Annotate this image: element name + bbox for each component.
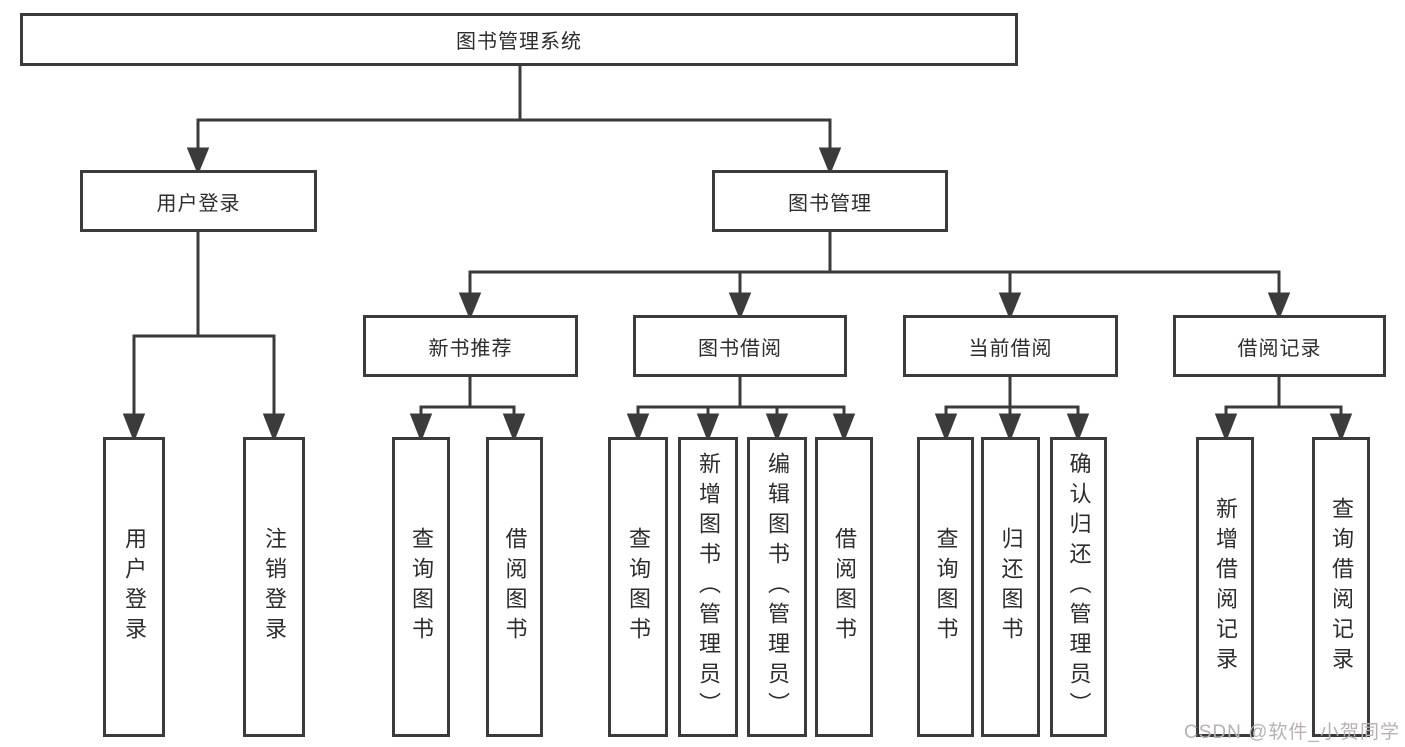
node-new-book-recommend-label: 新书推荐 xyxy=(428,337,513,360)
leaf-new-book-borrow-books-label: 借阅图书 xyxy=(502,527,528,647)
leaf-records-add-borrow-record: 新增借阅记录 xyxy=(1196,437,1254,737)
node-borrowing-records: 借阅记录 xyxy=(1173,315,1386,377)
leaf-borrowing-borrow-books: 借阅图书 xyxy=(815,437,873,737)
node-new-book-recommend: 新书推荐 xyxy=(363,315,578,377)
node-book-management: 图书管理 xyxy=(712,170,948,232)
leaf-borrowing-query-books: 查询图书 xyxy=(608,437,668,737)
node-current-borrowing-label: 当前借阅 xyxy=(968,337,1053,360)
leaf-new-book-borrow-books: 借阅图书 xyxy=(486,437,543,737)
node-current-borrowing: 当前借阅 xyxy=(903,315,1118,377)
node-book-management-label: 图书管理 xyxy=(788,192,872,215)
node-root: 图书管理系统 xyxy=(20,13,1018,66)
leaf-borrowing-query-books-label: 查询图书 xyxy=(626,527,651,647)
leaf-current-return-books-label: 归还图书 xyxy=(998,527,1024,647)
leaf-current-query-books-label: 查询图书 xyxy=(933,527,959,647)
node-root-label: 图书管理系统 xyxy=(456,31,582,53)
leaf-logout: 注销登录 xyxy=(243,437,305,737)
leaf-borrowing-add-books-admin-label: 新增图书（管理员） xyxy=(696,452,721,722)
leaf-new-book-query-books-label: 查询图书 xyxy=(409,527,434,647)
leaf-borrowing-edit-books-admin: 编辑图书（管理员） xyxy=(747,437,807,737)
leaf-user-login: 用户登录 xyxy=(103,437,165,737)
leaf-current-confirm-return-admin: 确认归还（管理员） xyxy=(1050,437,1107,737)
node-book-borrowing: 图书借阅 xyxy=(633,315,847,377)
leaf-current-return-books: 归还图书 xyxy=(981,437,1040,737)
leaf-current-query-books: 查询图书 xyxy=(917,437,974,737)
leaf-logout-label: 注销登录 xyxy=(262,527,287,647)
leaf-user-login-label: 用户登录 xyxy=(122,527,147,647)
leaf-records-query-borrow-record-label: 查询借阅记录 xyxy=(1329,497,1354,677)
watermark-csdn: CSDN @软件_小贺同学 xyxy=(1184,722,1400,743)
leaf-borrowing-add-books-admin: 新增图书（管理员） xyxy=(678,437,738,737)
node-borrowing-records-label: 借阅记录 xyxy=(1237,337,1322,360)
leaf-records-query-borrow-record: 查询借阅记录 xyxy=(1312,437,1370,737)
leaf-borrowing-borrow-books-label: 借阅图书 xyxy=(832,527,857,647)
node-user-login-label: 用户登录 xyxy=(156,192,241,215)
leaf-borrowing-edit-books-admin-label: 编辑图书（管理员） xyxy=(765,452,790,722)
node-book-borrowing-label: 图书借阅 xyxy=(698,337,782,360)
leaf-new-book-query-books: 查询图书 xyxy=(392,437,450,737)
leaf-records-add-borrow-record-label: 新增借阅记录 xyxy=(1213,497,1238,677)
leaf-current-confirm-return-admin-label: 确认归还（管理员） xyxy=(1066,452,1092,722)
node-user-login: 用户登录 xyxy=(80,170,317,232)
